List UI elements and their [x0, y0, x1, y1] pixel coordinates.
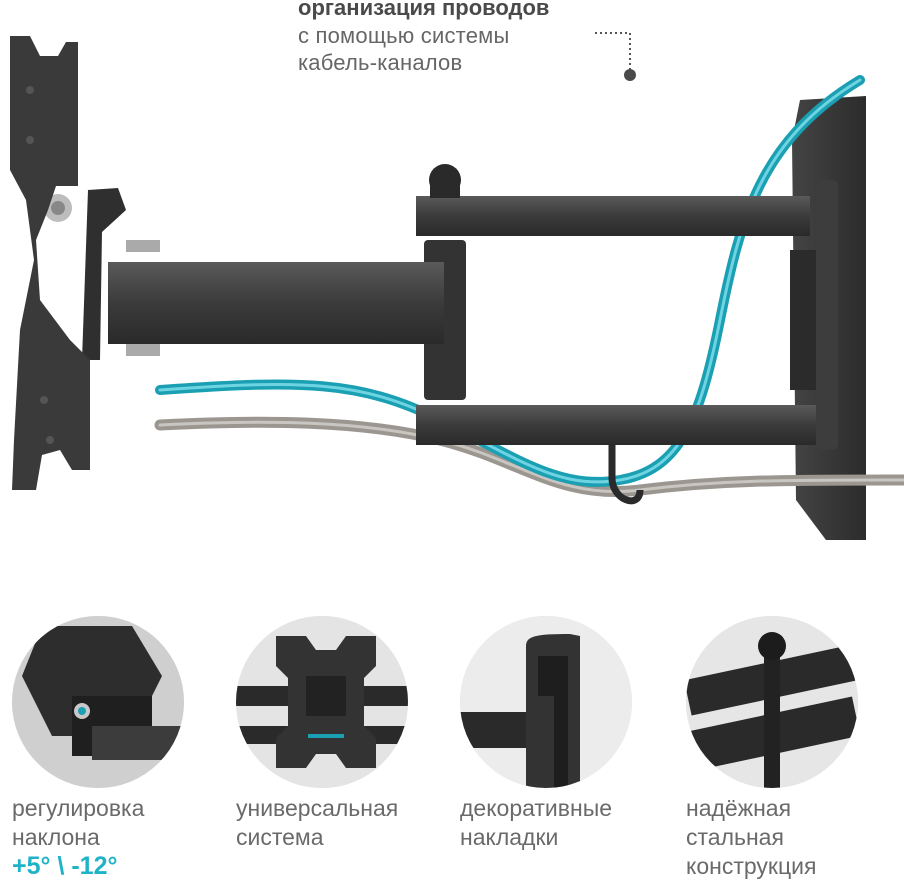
covers-thumbnail: [460, 616, 632, 788]
universal-thumbnail: [236, 616, 408, 788]
callout-title: организация проводов: [298, 0, 550, 20]
feature-tilt-line1: регулировка: [12, 795, 145, 821]
callout-line-2: с помощью системы: [298, 23, 510, 48]
feature-steel-line3: конструкция: [686, 853, 817, 879]
feature-steel-line1: надёжная: [686, 795, 792, 821]
feature-covers-caption: декоративные накладки: [460, 794, 640, 852]
tilt-range: +5° \ -12°: [12, 852, 118, 880]
feature-covers: декоративные накладки: [460, 616, 640, 852]
feature-tilt-line2: наклона: [12, 824, 100, 850]
feature-steel: надёжная стальная конструкция: [686, 616, 866, 881]
callout-line-3: кабель-каналов: [298, 50, 463, 75]
feature-universal-line2: система: [236, 824, 324, 850]
feature-steel-line2: стальная: [686, 824, 784, 850]
product-illustration: [10, 32, 904, 540]
feature-tilt: регулировка наклона +5° \ -12°: [12, 616, 192, 881]
feature-covers-line1: декоративные: [460, 795, 613, 821]
feature-steel-caption: надёжная стальная конструкция: [686, 794, 866, 881]
tilt-thumbnail: [12, 616, 184, 788]
steel-thumbnail: [686, 616, 858, 788]
tv-bracket-image: [10, 32, 904, 540]
feature-tilt-caption: регулировка наклона +5° \ -12°: [12, 794, 192, 881]
feature-universal-caption: универсальная система: [236, 794, 416, 852]
feature-universal-line1: универсальная: [236, 795, 399, 821]
feature-covers-line2: накладки: [460, 824, 559, 850]
feature-universal: универсальная система: [236, 616, 416, 852]
cable-management-callout: организация проводов с помощью системы к…: [298, 0, 618, 76]
